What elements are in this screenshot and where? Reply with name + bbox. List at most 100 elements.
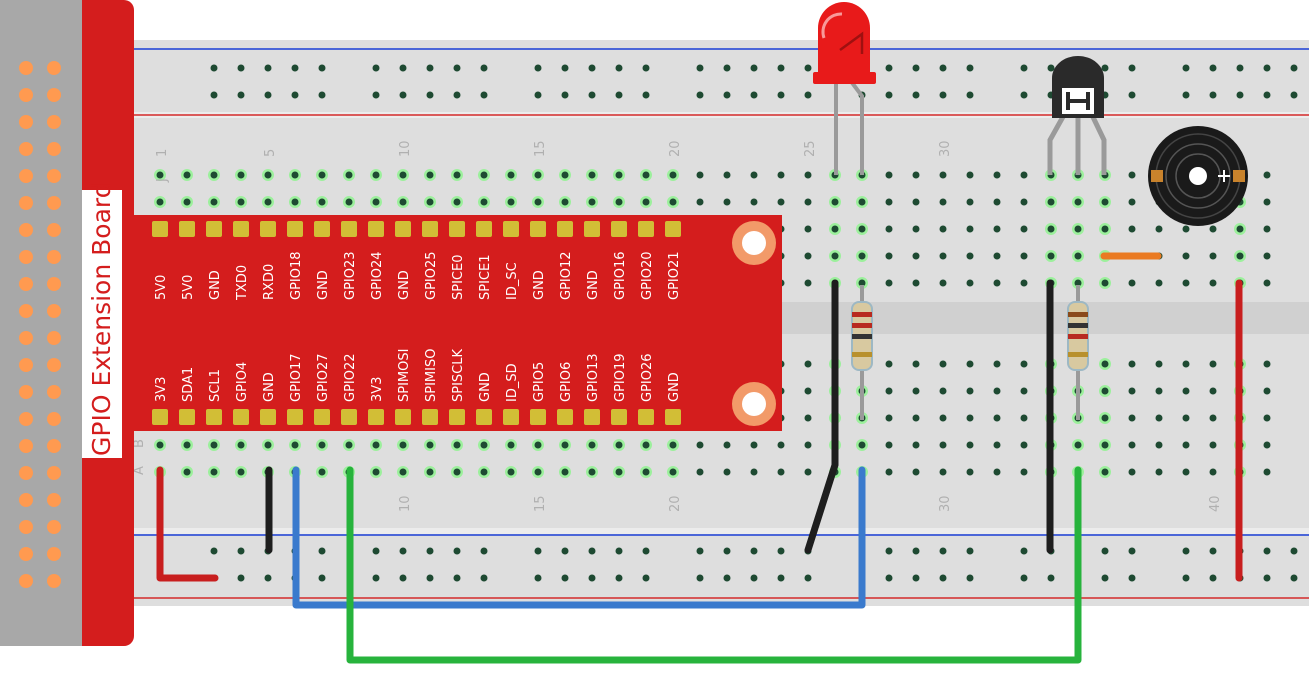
rail-hole [210, 64, 218, 72]
column-number: 15 [533, 140, 548, 157]
breadboard-hole [1101, 198, 1109, 206]
breadboard-hole [939, 468, 947, 476]
header-pin [19, 358, 33, 372]
breadboard-hole [1128, 387, 1136, 395]
breadboard-hole [885, 171, 893, 179]
rail-hole [210, 91, 218, 99]
breadboard-hole [1263, 252, 1271, 260]
rail-hole [966, 574, 974, 582]
column-number: 30 [938, 140, 953, 157]
header-pin [19, 169, 33, 183]
rail-hole [210, 547, 218, 555]
breadboard-hole [588, 198, 596, 206]
breadboard-hole [858, 225, 866, 233]
pin-pad [179, 221, 195, 237]
pin-pad [422, 409, 438, 425]
rail-hole [453, 547, 461, 555]
breadboard-hole [561, 468, 569, 476]
pin-label: GPIO27 [316, 353, 331, 402]
rail-hole [939, 64, 947, 72]
rail-hole [804, 91, 812, 99]
breadboard-hole [1182, 279, 1190, 287]
pin-pad [395, 221, 411, 237]
pin-label: GPIO18 [289, 251, 304, 300]
breadboard-hole [1263, 171, 1271, 179]
pin-label: SPIMISO [424, 349, 439, 402]
rail-hole [426, 547, 434, 555]
breadboard-hole [831, 198, 839, 206]
breadboard-hole [561, 198, 569, 206]
breadboard-hole [1020, 441, 1028, 449]
pin-pad [260, 409, 276, 425]
pin-pad [449, 409, 465, 425]
pin-pad [665, 409, 681, 425]
breadboard-hole [912, 171, 920, 179]
breadboard-hole [1155, 468, 1163, 476]
breadboard-hole [669, 171, 677, 179]
breadboard-hole [804, 279, 812, 287]
breadboard-hole [480, 441, 488, 449]
header-pin [19, 439, 33, 453]
breadboard-hole [804, 252, 812, 260]
breadboard-hole [1155, 279, 1163, 287]
pin-pads [152, 221, 681, 425]
breadboard-hole [372, 468, 380, 476]
pin-label: RXD0 [262, 264, 277, 300]
breadboard-hole [561, 441, 569, 449]
breadboard-hole [993, 171, 1001, 179]
breadboard-hole [885, 279, 893, 287]
breadboard-hole [1074, 279, 1082, 287]
rail-hole [642, 64, 650, 72]
breadboard-hole [1209, 225, 1217, 233]
pin-label: GPIO6 [559, 362, 574, 402]
breadboard-hole [1020, 387, 1028, 395]
rail-hole [1047, 64, 1055, 72]
breadboard-hole [291, 171, 299, 179]
header-pin [47, 547, 61, 561]
breadboard-hole [1101, 468, 1109, 476]
pin-pad [368, 409, 384, 425]
breadboard-hole [1155, 441, 1163, 449]
rail-hole [804, 574, 812, 582]
header-pin [47, 169, 61, 183]
rail-hole [426, 64, 434, 72]
breadboard-hole [912, 468, 920, 476]
pin-label: GPIO23 [343, 251, 358, 300]
rail-hole [264, 91, 272, 99]
breadboard-hole [939, 252, 947, 260]
header-pin [47, 61, 61, 75]
pin-pad [503, 409, 519, 425]
black-wire-led [804, 279, 839, 554]
breadboard-hole [669, 441, 677, 449]
rail-hole [723, 574, 731, 582]
rail-hole [534, 64, 542, 72]
breadboard-hole [777, 468, 785, 476]
breadboard-hole [885, 360, 893, 368]
breadboard-hole [615, 198, 623, 206]
breadboard-hole [1182, 252, 1190, 260]
row-letter: A [132, 466, 147, 475]
breadboard-hole [777, 171, 785, 179]
header-pin [19, 115, 33, 129]
breadboard-hole [939, 360, 947, 368]
pin-pad [287, 409, 303, 425]
rail-hole [1209, 547, 1217, 555]
pin-pad [611, 409, 627, 425]
column-number: 30 [938, 495, 953, 512]
breadboard-hole [966, 360, 974, 368]
pin-label: GPIO16 [613, 251, 628, 300]
rail-hole [1128, 574, 1136, 582]
pin-pad [314, 221, 330, 237]
column-number: 10 [398, 495, 413, 512]
breadboard-hole [1128, 279, 1136, 287]
rail-hole [777, 91, 785, 99]
breadboard-hole [1155, 414, 1163, 422]
breadboard-hole [912, 279, 920, 287]
rail-hole [318, 574, 326, 582]
pin-header [0, 0, 82, 646]
breadboard-hole [642, 198, 650, 206]
pin-pad [476, 409, 492, 425]
breadboard-hole [804, 387, 812, 395]
column-number: 40 [1208, 495, 1223, 512]
breadboard-hole [993, 441, 1001, 449]
